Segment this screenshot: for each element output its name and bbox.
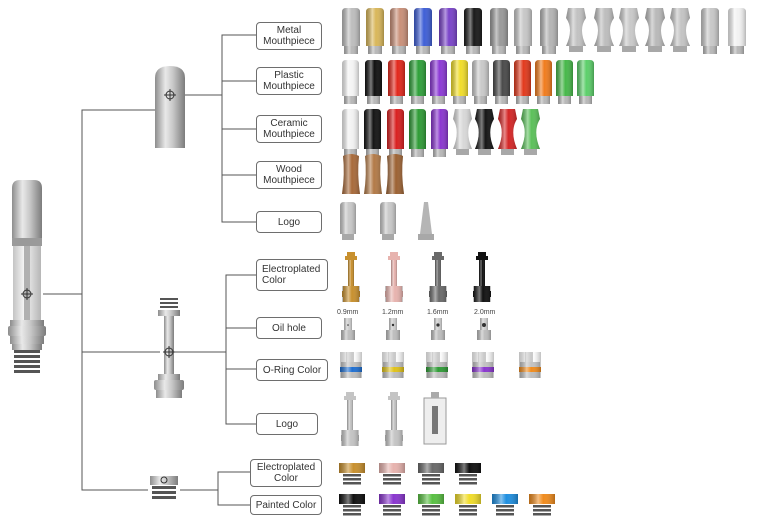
base-painted-item <box>455 494 481 516</box>
metal-mouthpiece-item <box>619 8 639 52</box>
ceramic-mouthpiece-item <box>431 109 448 157</box>
plastic-mouthpiece-item <box>472 60 489 104</box>
logo-mouthpiece-item <box>340 202 356 240</box>
logo-mouthpiece-item <box>418 202 434 240</box>
plastic-mouthpiece-item <box>451 60 468 104</box>
oring-item <box>340 352 362 378</box>
ceramic-mouthpiece-item <box>387 109 404 157</box>
ceramic-mouthpiece-item <box>409 109 426 157</box>
electroplated-post-item <box>342 252 360 302</box>
plastic-mouthpiece-item <box>342 60 359 104</box>
electroplated-post-item <box>385 252 403 302</box>
label-oring-color: O-Ring Color <box>256 359 328 381</box>
oil-hole-item <box>477 318 491 340</box>
logo-post-item <box>341 392 359 446</box>
label-logo-middle: Logo <box>256 413 318 435</box>
ceramic-mouthpiece-item <box>521 109 540 155</box>
ceramic-mouthpiece-item <box>342 109 359 157</box>
oil-hole-size-label: 1.2mm <box>382 309 404 316</box>
metal-mouthpiece-item <box>566 8 586 52</box>
cartridge-full <box>8 180 46 373</box>
metal-mouthpiece-item <box>514 8 532 54</box>
metal-mouthpiece-item <box>464 8 482 54</box>
base-painted-item <box>492 494 518 516</box>
metal-mouthpiece-item <box>490 8 508 54</box>
oring-item <box>426 352 448 378</box>
oring-item <box>382 352 404 378</box>
plastic-mouthpiece-item <box>430 60 447 104</box>
base-electroplated-item <box>418 463 444 485</box>
base-painted-item <box>339 494 365 516</box>
metal-mouthpiece-item <box>414 8 432 54</box>
wood-mouthpiece-item <box>386 154 404 194</box>
base-painted-item <box>529 494 555 516</box>
oil-hole-size-label: 0.9mm <box>337 309 359 316</box>
metal-mouthpiece-item <box>701 8 719 54</box>
mouthpiece-assembly <box>155 66 185 148</box>
base-painted-item <box>379 494 405 516</box>
oil-hole-size-label: 2.0mm <box>474 309 496 316</box>
plastic-mouthpiece-item <box>493 60 510 104</box>
metal-mouthpiece-item <box>439 8 457 54</box>
metal-mouthpiece-item <box>342 8 360 54</box>
logo-mouthpiece-item <box>380 202 396 240</box>
base-assembly <box>150 476 178 499</box>
wood-mouthpiece-item <box>342 154 360 194</box>
plastic-mouthpiece-item <box>535 60 552 104</box>
oring-item <box>472 352 494 378</box>
ceramic-mouthpiece-item <box>498 109 517 155</box>
plastic-mouthpiece-item <box>388 60 405 104</box>
label-oil-hole: Oil hole <box>256 317 322 339</box>
label-ceramic-mouthpiece: Ceramic Mouthpiece <box>256 115 322 143</box>
oil-hole-item <box>341 318 355 340</box>
ceramic-mouthpiece-item <box>453 109 472 155</box>
label-electroplated-color: Electroplated Color <box>256 259 328 291</box>
metal-mouthpiece-item <box>645 8 665 52</box>
plastic-mouthpiece-item <box>514 60 531 104</box>
label-plastic-mouthpiece: Plastic Mouthpiece <box>256 67 322 95</box>
logo-post-item <box>385 392 403 446</box>
metal-mouthpiece-item <box>728 8 746 54</box>
oil-hole-item <box>386 318 400 340</box>
oil-hole-size-label: 1.6mm <box>427 309 449 316</box>
label-painted-color: Painted Color <box>250 495 322 515</box>
wood-mouthpiece-item <box>364 154 382 194</box>
base-painted-item <box>418 494 444 516</box>
metal-mouthpiece-item <box>366 8 384 54</box>
electroplated-post-item <box>473 252 491 302</box>
plastic-mouthpiece-item <box>556 60 573 104</box>
body-assembly <box>154 298 184 398</box>
electroplated-post-item <box>429 252 447 302</box>
metal-mouthpiece-item <box>390 8 408 54</box>
oring-item <box>519 352 541 378</box>
ceramic-mouthpiece-item <box>364 109 381 157</box>
label-wood-mouthpiece: Wood Mouthpiece <box>256 161 322 189</box>
tree-connectors <box>43 34 256 506</box>
label-metal-mouthpiece: Metal Mouthpiece <box>256 22 322 50</box>
ceramic-mouthpiece-item <box>475 109 494 155</box>
base-electroplated-item <box>455 463 481 485</box>
oil-hole-item <box>431 318 445 340</box>
plastic-mouthpiece-item <box>365 60 382 104</box>
plastic-mouthpiece-item <box>577 60 594 104</box>
metal-mouthpiece-item <box>594 8 614 52</box>
label-base-electroplated-color: Electroplated Color <box>250 459 322 487</box>
base-electroplated-item <box>339 463 365 485</box>
metal-mouthpiece-item <box>670 8 690 52</box>
base-electroplated-item <box>379 463 405 485</box>
label-logo-top: Logo <box>256 211 322 233</box>
plastic-mouthpiece-item <box>409 60 426 104</box>
metal-mouthpiece-item <box>540 8 558 54</box>
logo-post-item <box>423 392 447 445</box>
